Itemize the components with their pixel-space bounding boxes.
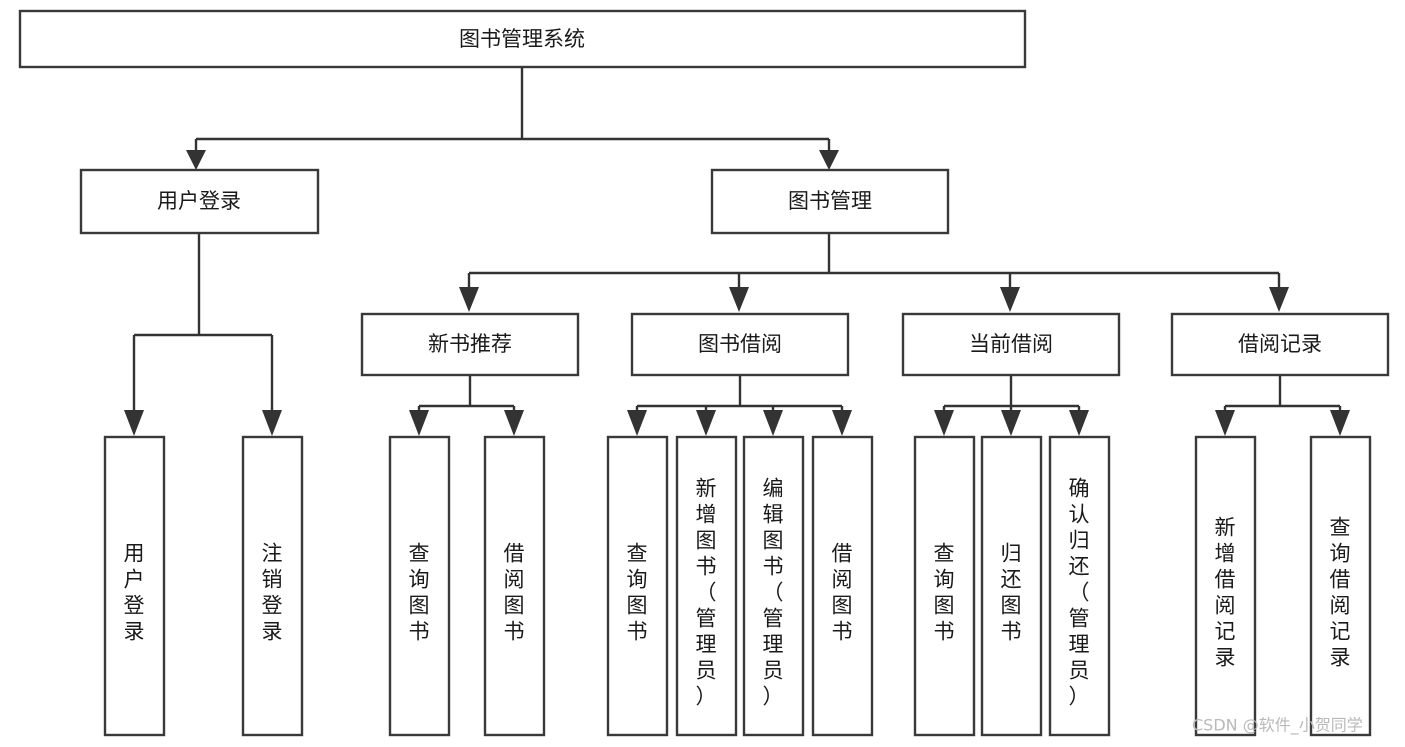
node-leaf-user-logout[interactable]: 注销登录 [241,435,304,737]
node-leaf-query-book-1-label: 查询图书 [409,541,430,643]
node-leaf-edit-book-box[interactable] [742,435,805,737]
arrowhead-book-borrow-leaf-2 [696,410,716,436]
node-leaf-borrow-book-1-label: 借阅图书 [504,541,525,643]
node-leaf-borrow-book-2[interactable]: 借阅图书 [811,435,874,737]
node-leaf-add-book-box[interactable] [675,435,738,737]
node-borrow-record-label: 借阅记录 [1238,332,1322,356]
node-leaf-add-book-label: 新增图书（管理员） [696,476,717,708]
node-root-label: 图书管理系统 [459,27,585,51]
arrowhead-new-book-leaf-2 [504,410,524,436]
node-leaf-query-record-label: 查询借阅记录 [1330,515,1351,669]
arrowhead-new-book-leaf-1 [409,410,429,436]
node-leaf-query-record[interactable]: 查询借阅记录 [1309,435,1372,737]
node-leaf-query-book-3[interactable]: 查询图书 [913,435,976,737]
arrowhead-borrow-record-leaf-1 [1215,410,1235,436]
node-leaf-query-book-2-box[interactable] [606,435,669,737]
arrowhead-book-borrow-leaf-1 [627,410,647,436]
arrowhead-book-borrow-leaf-3 [763,410,783,436]
node-book-manage-box[interactable] [710,168,950,235]
connector-layer [124,67,1350,436]
node-leaf-query-book-2-label: 查询图书 [627,541,648,643]
node-leaf-borrow-book-1[interactable]: 借阅图书 [483,435,546,737]
node-leaf-return-book[interactable]: 归还图书 [980,435,1043,737]
node-leaf-user-logout-label: 注销登录 [262,541,283,643]
node-leaf-confirm-return-label: 确认归还（管理员） [1069,476,1090,708]
node-leaf-borrow-book-1-box[interactable] [483,435,546,737]
node-user-login-box[interactable] [79,168,320,235]
node-leaf-borrow-book-2-box[interactable] [811,435,874,737]
node-borrow-record-box[interactable] [1170,312,1390,377]
node-leaf-confirm-return[interactable]: 确认归还（管理员） [1048,435,1111,737]
node-leaf-borrow-book-2-label: 借阅图书 [832,541,853,643]
node-current-borrow-label: 当前借阅 [969,332,1053,356]
node-new-book-recommend-label: 新书推荐 [428,332,512,356]
node-leaf-add-book[interactable]: 新增图书（管理员） [675,435,738,737]
node-user-login-label: 用户登录 [157,189,241,213]
arrowhead-current-borrow-leaf-1 [934,410,954,436]
node-user-login[interactable]: 用户登录 [79,168,320,235]
node-book-borrow[interactable]: 图书借阅 [630,312,850,377]
arrowhead-to-book-borrow [729,287,749,312]
node-new-book-recommend-box[interactable] [360,312,580,377]
node-leaf-user-login-box[interactable] [103,435,166,737]
arrowhead-to-new-book-recommend [459,287,479,312]
node-leaf-confirm-return-box[interactable] [1048,435,1111,737]
node-leaf-query-book-1[interactable]: 查询图书 [388,435,451,737]
arrowhead-user-login-leaf-1 [124,410,144,436]
node-leaf-return-book-box[interactable] [980,435,1043,737]
arrowhead-to-current-borrow [1000,287,1020,312]
arrowhead-book-borrow-leaf-4 [832,410,852,436]
node-leaf-add-record-label: 新增借阅记录 [1215,515,1236,669]
node-leaf-user-login[interactable]: 用户登录 [103,435,166,737]
arrowhead-user-login-leaf-2 [262,410,282,436]
watermark-label: CSDN @软件_小贺同学 [1192,716,1363,736]
node-book-manage-label: 图书管理 [788,189,872,213]
node-book-manage[interactable]: 图书管理 [710,168,950,235]
node-leaf-query-book-3-box[interactable] [913,435,976,737]
node-leaf-user-login-label: 用户登录 [124,541,145,643]
node-new-book-recommend[interactable]: 新书推荐 [360,312,580,377]
node-leaf-return-book-label: 归还图书 [1001,541,1022,643]
node-leaf-query-book-2[interactable]: 查询图书 [606,435,669,737]
node-leaf-edit-book-label: 编辑图书（管理员） [763,476,784,708]
node-root-box[interactable] [18,9,1027,69]
node-leaf-add-record-box[interactable] [1194,435,1257,737]
arrowhead-borrow-record-leaf-2 [1330,410,1350,436]
node-leaf-user-logout-box[interactable] [241,435,304,737]
node-book-borrow-box[interactable] [630,312,850,377]
node-leaf-query-book-1-box[interactable] [388,435,451,737]
node-book-borrow-label: 图书借阅 [698,332,782,356]
node-leaf-query-book-3-label: 查询图书 [934,541,955,643]
arrowhead-current-borrow-leaf-2 [1001,410,1021,436]
arrowhead-current-borrow-leaf-3 [1069,410,1089,436]
node-current-borrow[interactable]: 当前借阅 [901,312,1121,377]
node-leaf-add-record[interactable]: 新增借阅记录 [1194,435,1257,737]
arrowhead-to-borrow-record [1269,287,1289,312]
node-leaf-query-record-box[interactable] [1309,435,1372,737]
node-borrow-record[interactable]: 借阅记录 [1170,312,1390,377]
arrowhead-root-to-user-login [186,150,206,170]
arrowhead-root-to-book-manage [819,150,839,170]
node-leaf-edit-book[interactable]: 编辑图书（管理员） [742,435,805,737]
node-root[interactable]: 图书管理系统 [18,9,1027,69]
node-current-borrow-box[interactable] [901,312,1121,377]
